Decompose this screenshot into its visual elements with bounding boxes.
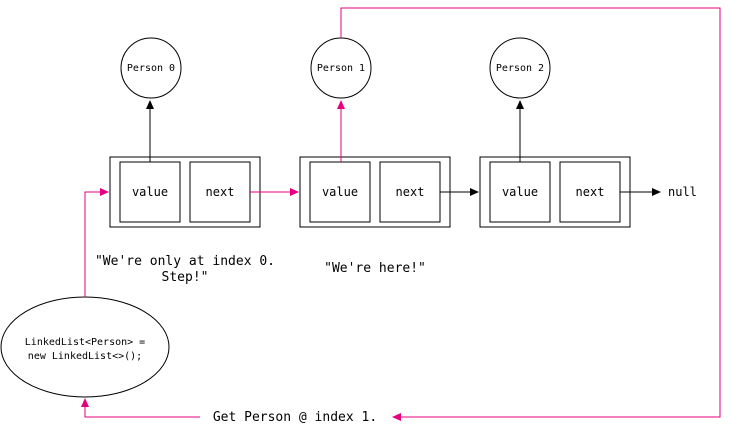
person-1-label: Person 1 <box>317 63 365 74</box>
node-1-next-label: next <box>396 185 425 199</box>
null-label: null <box>668 185 697 199</box>
person-2-label: Person 2 <box>496 63 544 74</box>
linkedlist-line2: new LinkedList<>(); <box>28 351 142 362</box>
node-2-value-cell <box>489 161 551 223</box>
node-1-value-cell <box>309 161 371 223</box>
linkedlist-declaration: LinkedList<Person> = new LinkedList<>(); <box>0 296 170 398</box>
list-node-0: value next <box>109 156 261 228</box>
list-node-1: value next <box>299 156 451 228</box>
get-person-label: Get Person @ index 1. <box>213 410 377 425</box>
person-0-label: Person 0 <box>127 63 175 74</box>
note-here: "We're here!" <box>324 261 426 276</box>
note-index0-line2: Step!" <box>162 270 209 285</box>
node-0-next-cell <box>189 161 251 223</box>
person-0-node: Person 0 <box>120 37 182 99</box>
node-2-value-label: value <box>502 185 538 199</box>
arrow-get-label-to-list <box>81 398 200 418</box>
node-0-value-label: value <box>132 185 168 199</box>
person-1-node: Person 1 <box>310 37 372 99</box>
node-0-next-label: next <box>206 185 235 199</box>
arrow-list-to-head <box>84 188 109 297</box>
node-1-next-cell <box>379 161 441 223</box>
arrow-person1-to-get-label <box>340 7 721 421</box>
node-1-value-label: value <box>322 185 358 199</box>
linkedlist-line1: LinkedList<Person> = <box>25 337 145 348</box>
node-2-next-label: next <box>576 185 605 199</box>
node-2-next-cell <box>559 161 621 223</box>
list-node-2: value next <box>479 156 631 228</box>
note-index0-line1: "We're only at index 0. <box>95 254 275 269</box>
person-2-node: Person 2 <box>489 37 551 99</box>
node-0-value-cell <box>119 161 181 223</box>
